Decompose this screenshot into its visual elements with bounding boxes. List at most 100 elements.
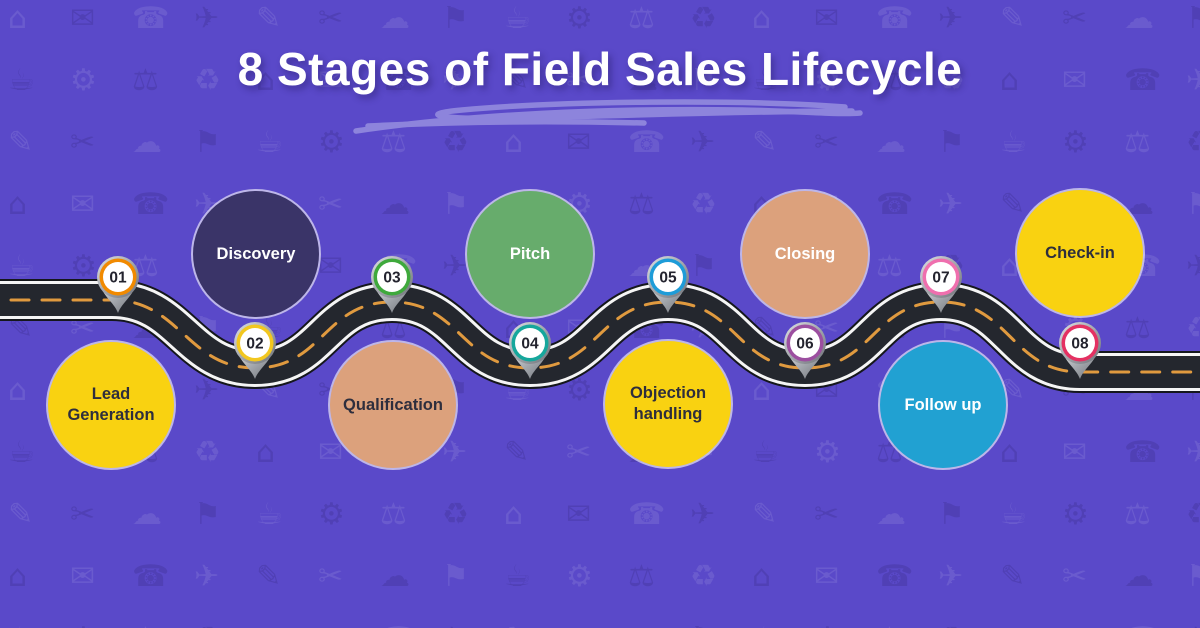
pattern-doodle-icon: ⚙ bbox=[566, 559, 593, 594]
pattern-doodle-icon: ✉ bbox=[318, 624, 343, 628]
stage-circle-03: Qualification bbox=[330, 342, 456, 468]
pattern-doodle-icon: ☁ bbox=[1124, 559, 1154, 594]
pattern-doodle-icon: ☕ bbox=[752, 63, 779, 98]
stage-label: Check-in bbox=[1045, 243, 1115, 262]
pattern-doodle-icon: ☎ bbox=[380, 63, 418, 98]
stage-label: Objection handling bbox=[629, 384, 707, 423]
pattern-doodle-icon: ⚑ bbox=[1186, 187, 1200, 222]
pattern-doodle-icon: ✉ bbox=[318, 249, 344, 284]
pattern-doodle-icon: ✂ bbox=[70, 497, 96, 532]
pattern-doodle-icon: ⌂ bbox=[504, 497, 524, 532]
pattern-doodle-icon: ⚖ bbox=[132, 624, 159, 628]
pattern-doodle-icon: ☁ bbox=[132, 125, 162, 160]
pattern-doodle-icon: ✉ bbox=[318, 63, 344, 98]
pattern-doodle-icon: ✈ bbox=[1186, 624, 1200, 628]
pattern-doodle-icon: ☕ bbox=[8, 63, 35, 98]
pattern-doodle-icon: ✎ bbox=[1000, 559, 1026, 594]
pattern-doodle-icon: ✈ bbox=[1186, 249, 1200, 284]
pattern-doodle-icon: ⚖ bbox=[132, 63, 159, 98]
pattern-doodle-icon: ☕ bbox=[8, 249, 35, 284]
map-pin-04: 04 bbox=[504, 321, 556, 383]
stage-circle-07: Follow up bbox=[880, 342, 1006, 468]
map-pin-05: 05 bbox=[642, 255, 694, 317]
pattern-doodle-icon: ☁ bbox=[876, 125, 906, 160]
pin-number: 06 bbox=[796, 336, 814, 353]
pattern-doodle-icon: ✎ bbox=[8, 497, 34, 532]
pattern-doodle-icon: ✂ bbox=[566, 63, 592, 98]
pattern-doodle-icon: ⌂ bbox=[256, 624, 275, 628]
map-pin-07: 07 bbox=[915, 255, 967, 317]
pattern-doodle-icon: ⚖ bbox=[1124, 497, 1151, 532]
pattern-doodle-icon: ⚑ bbox=[938, 125, 965, 160]
pattern-doodle-icon: ☁ bbox=[380, 559, 410, 594]
pattern-doodle-icon: ✉ bbox=[814, 559, 840, 594]
pattern-doodle-icon: ✂ bbox=[1062, 1, 1088, 36]
pattern-doodle-icon: ⚖ bbox=[876, 249, 903, 284]
map-pin-03: 03 bbox=[366, 255, 418, 317]
stage-label: Follow up bbox=[904, 395, 982, 414]
pattern-doodle-icon: ✉ bbox=[1062, 63, 1088, 98]
pattern-doodle-icon: ⚙ bbox=[814, 435, 841, 470]
pattern-doodle-icon: ⚑ bbox=[442, 187, 469, 222]
stage-circle-08: Check-in bbox=[1017, 190, 1143, 316]
pattern-doodle-icon: ⚑ bbox=[690, 624, 717, 628]
pin-number: 04 bbox=[521, 336, 539, 353]
pattern-doodle-icon: ♻ bbox=[194, 63, 221, 98]
pattern-doodle-icon: ☎ bbox=[876, 1, 914, 36]
pattern-doodle-icon: ♻ bbox=[442, 497, 469, 532]
pattern-doodle-icon: ☎ bbox=[1124, 63, 1162, 98]
pattern-doodle-icon: ✂ bbox=[318, 1, 344, 36]
pattern-doodle-icon: ⌂ bbox=[752, 559, 772, 594]
map-pin-01: 01 bbox=[92, 255, 144, 317]
pattern-doodle-icon: ♻ bbox=[938, 624, 965, 628]
pattern-doodle-icon: ⚙ bbox=[70, 63, 97, 98]
pattern-doodle-icon: ♻ bbox=[690, 187, 717, 222]
pattern-doodle-icon: ♻ bbox=[938, 63, 965, 98]
pin-number: 01 bbox=[109, 270, 127, 287]
map-pin-06: 06 bbox=[779, 321, 831, 383]
pattern-doodle-icon: ✎ bbox=[256, 559, 282, 594]
pattern-doodle-icon: ♻ bbox=[1186, 125, 1200, 160]
pattern-doodle-icon: ☁ bbox=[628, 624, 658, 628]
pattern-doodle-icon: ⚑ bbox=[194, 497, 221, 532]
pattern-doodle-icon: ☎ bbox=[380, 624, 417, 628]
pattern-doodle-icon: ☕ bbox=[256, 497, 283, 532]
pattern-doodle-icon: ✉ bbox=[1062, 435, 1088, 470]
pattern-doodle-icon: ⌂ bbox=[8, 559, 28, 594]
stage-circle-04: Pitch bbox=[467, 191, 593, 317]
pattern-doodle-icon: ⚖ bbox=[628, 1, 655, 36]
pattern-doodle-icon: ✉ bbox=[566, 497, 592, 532]
pattern-doodle-icon: ✈ bbox=[442, 249, 468, 284]
pattern-doodle-icon: ☕ bbox=[1000, 497, 1027, 532]
pattern-doodle-icon: ✂ bbox=[70, 125, 96, 160]
pattern-doodle-icon: ☕ bbox=[256, 125, 283, 160]
stage-circle-05: Objection handling bbox=[605, 341, 731, 467]
pattern-doodle-icon: ⚑ bbox=[442, 559, 469, 594]
pattern-doodle-icon: ♻ bbox=[194, 624, 221, 628]
pattern-doodle-icon: ✈ bbox=[1186, 435, 1200, 470]
pattern-doodle-icon: ☁ bbox=[628, 63, 658, 98]
pattern-doodle-icon: ⚑ bbox=[690, 63, 717, 98]
pattern-doodle-icon: ✂ bbox=[318, 187, 344, 222]
pattern-doodle-icon: ☕ bbox=[504, 1, 531, 36]
pattern-doodle-icon: ☁ bbox=[876, 497, 906, 532]
pattern-doodle-icon: ✂ bbox=[814, 497, 840, 532]
pattern-doodle-icon: ✉ bbox=[1062, 624, 1087, 628]
pattern-doodle-icon: ☕ bbox=[8, 624, 35, 628]
pattern-doodle-icon: ⌂ bbox=[8, 187, 28, 222]
pattern-doodle-icon: ☕ bbox=[752, 624, 779, 628]
pattern-doodle-icon: ☎ bbox=[876, 559, 914, 594]
pattern-doodle-icon: ☁ bbox=[132, 497, 162, 532]
pattern-doodle-icon: ✉ bbox=[70, 1, 96, 36]
pattern-doodle-icon: ⚑ bbox=[1186, 1, 1200, 36]
pattern-doodle-icon: ⚖ bbox=[628, 559, 655, 594]
pattern-doodle-icon: ✉ bbox=[70, 187, 96, 222]
pattern-doodle-icon: ⌂ bbox=[8, 1, 28, 36]
pattern-doodle-icon: ✎ bbox=[8, 125, 34, 160]
pattern-doodle-icon: ⌂ bbox=[256, 435, 276, 470]
pin-number: 07 bbox=[932, 270, 949, 287]
pattern-doodle-icon: ✈ bbox=[1186, 63, 1200, 98]
pattern-doodle-icon: ✉ bbox=[814, 1, 840, 36]
pattern-doodle-icon: ⚙ bbox=[566, 1, 593, 36]
